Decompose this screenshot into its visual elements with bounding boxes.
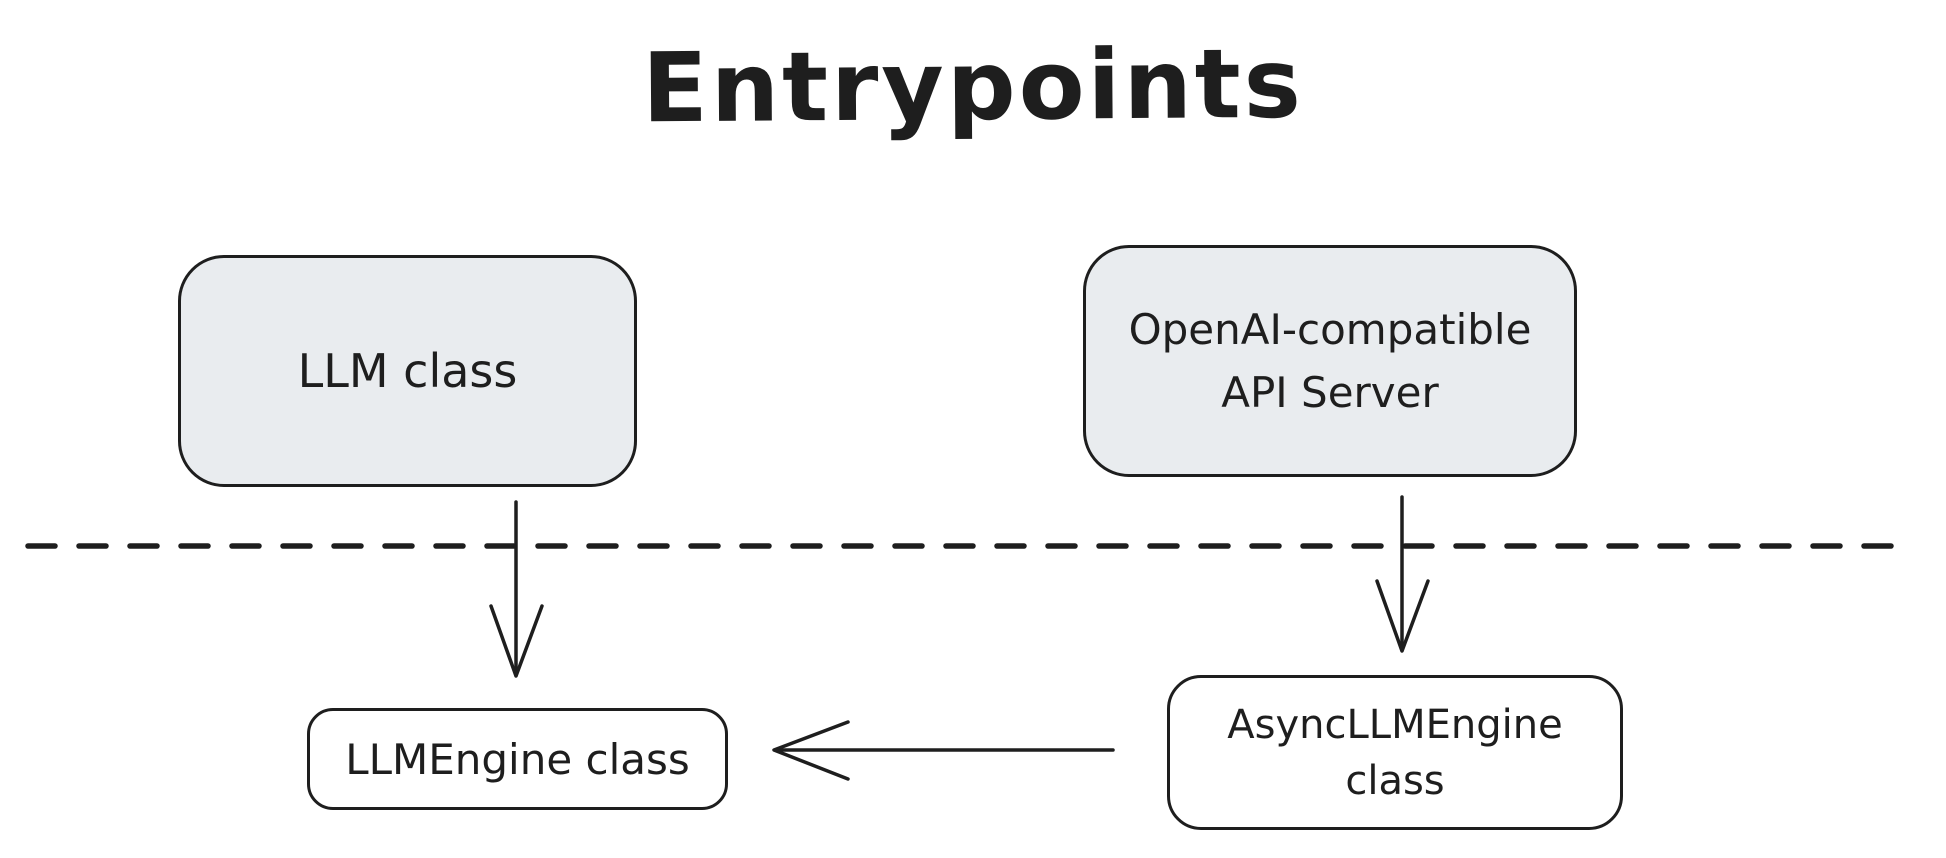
node-openai-api-server-label-line1: OpenAI-compatible <box>1128 305 1532 354</box>
arrow-apiserver-to-asyncengine-head <box>1375 579 1430 653</box>
node-async-llm-engine-label-line2: class <box>1345 757 1445 804</box>
node-openai-api-server: OpenAI-compatible API Server <box>1083 245 1577 477</box>
node-async-llm-engine-label-line1: AsyncLLMEngine <box>1227 701 1563 748</box>
arrow-apiserver-to-asyncengine <box>1375 495 1430 653</box>
arrow-asyncengine-to-llmengine-head <box>772 720 850 781</box>
node-llm-engine-class-label: LLMEngine class <box>345 734 690 784</box>
arrow-llmclass-to-llmengine-head <box>489 604 544 678</box>
diagram-title: Entrypoints <box>641 27 1305 145</box>
arrow-llmclass-to-llmengine <box>489 500 544 678</box>
node-async-llm-engine-class: AsyncLLMEngine class <box>1167 675 1623 830</box>
node-llm-class-label: LLM class <box>297 343 518 398</box>
arrow-asyncengine-to-llmengine <box>772 720 1115 781</box>
node-openai-api-server-label-line2: API Server <box>1221 368 1439 417</box>
node-llm-class: LLM class <box>178 255 637 487</box>
node-llm-engine-class: LLMEngine class <box>307 708 728 810</box>
